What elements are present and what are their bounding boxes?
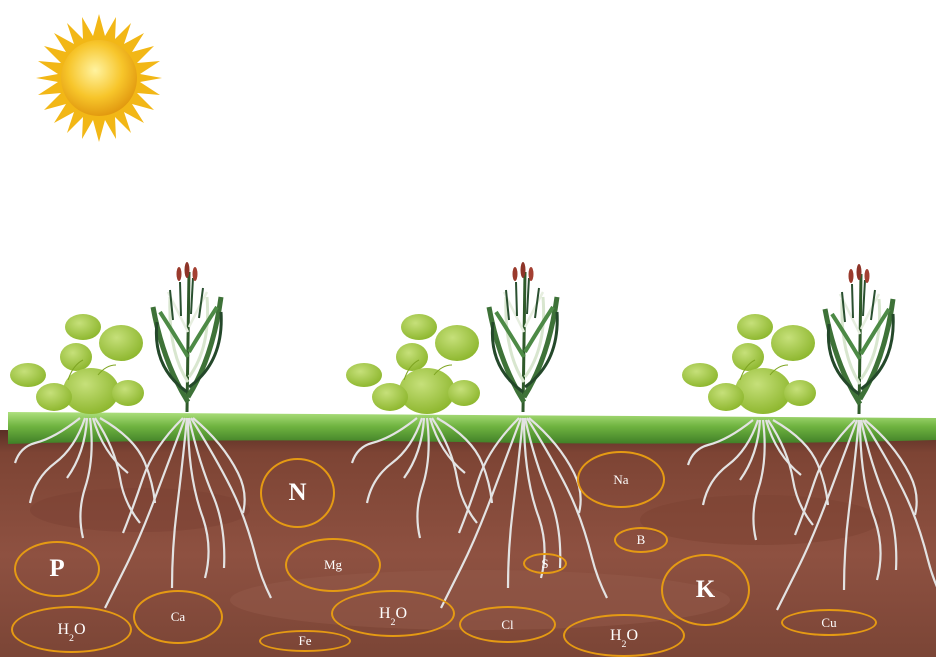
nutrient-fe: Fe [259, 630, 351, 652]
nutrient-fe-label: Fe [298, 633, 312, 648]
sun-icon [36, 14, 162, 142]
nutrient-p: P [14, 541, 100, 597]
nutrient-h2o-right: H2O [563, 614, 685, 657]
cactus-icon [681, 313, 817, 415]
nutrient-ca-label: Ca [170, 609, 186, 624]
nutrient-k: K [661, 554, 750, 626]
nutrient-mg: Mg [285, 538, 381, 592]
nutrient-na: Na [577, 451, 665, 508]
grass-strip [8, 412, 936, 444]
nutrient-b: B [614, 527, 668, 553]
corn-plant-icon [153, 262, 221, 412]
nutrient-h2o-mid: H2O [331, 590, 455, 637]
nutrient-n: N [260, 458, 335, 528]
nutrient-b-label: B [636, 532, 646, 547]
nutrient-cu: Cu [781, 609, 877, 636]
nutrient-cl: Cl [459, 606, 556, 643]
h2o-mid-label: H2O [378, 604, 408, 628]
nutrient-ca: Ca [133, 590, 223, 644]
nutrient-h2o-left: H2O [11, 606, 132, 653]
nutrient-p-label: P [49, 555, 65, 582]
h2o-right-label: H2O [609, 626, 639, 650]
nutrient-mg-label: Mg [323, 557, 343, 572]
corn-plant-icon [489, 262, 557, 412]
nutrient-n-label: N [288, 479, 307, 506]
nutrient-k-label: K [695, 576, 716, 603]
nutrient-s-label: S [541, 555, 549, 571]
nutrient-cu-label: Cu [821, 614, 837, 630]
cactus-icon [345, 313, 481, 415]
cactus-icon [9, 313, 145, 415]
h2o-left-label: H2O [57, 620, 86, 644]
nutrient-na-label: Na [613, 471, 629, 487]
corn-plant-icon [825, 264, 893, 414]
nutrient-s: S [523, 553, 567, 574]
nutrient-cl-label: Cl [501, 616, 514, 632]
